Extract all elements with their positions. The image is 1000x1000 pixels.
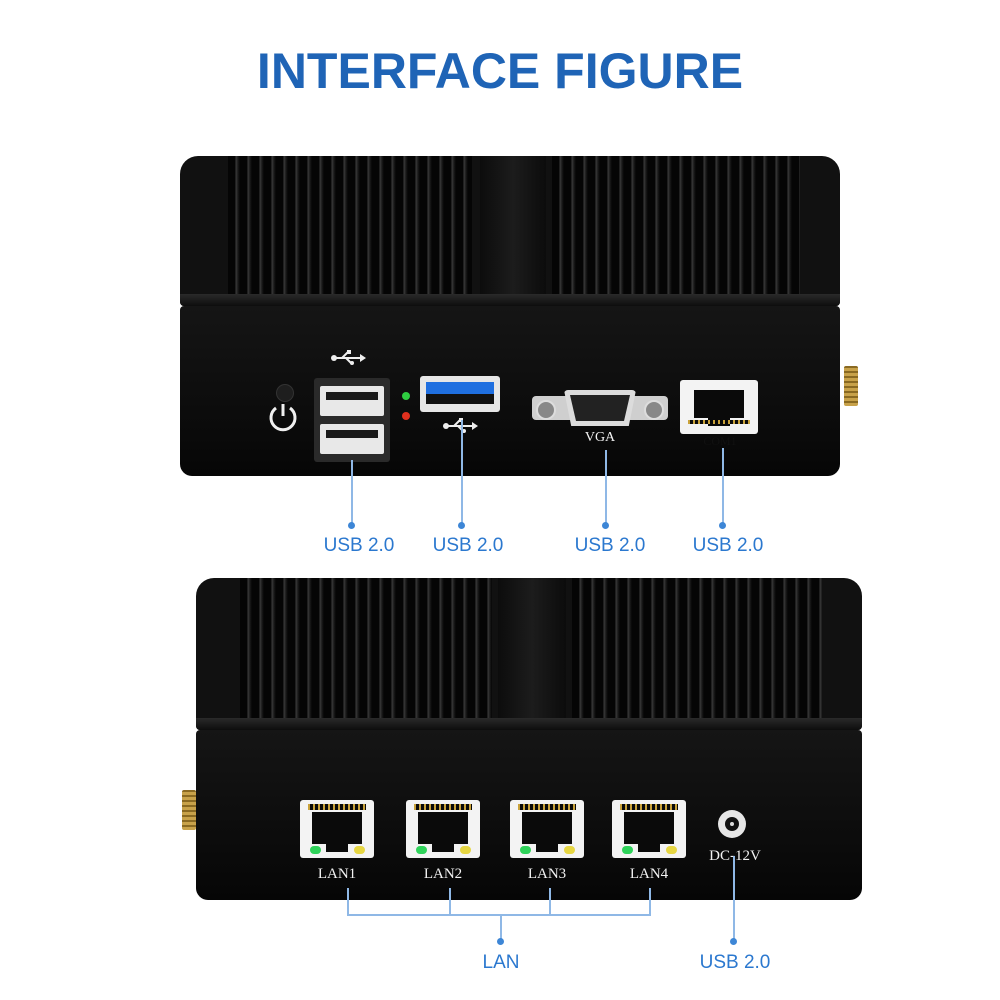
- dc-label: DC-12V: [700, 848, 770, 865]
- heatsink-top: [180, 156, 840, 306]
- status-led-red: [402, 412, 410, 420]
- power-button[interactable]: [266, 384, 300, 432]
- callout-usb3: USB 2.0: [432, 535, 504, 556]
- heatsink-top: [196, 578, 862, 730]
- usb-icon: [443, 418, 478, 433]
- front-panel: VGA COM1: [180, 306, 840, 476]
- callout-dc: USB 2.0: [699, 952, 771, 973]
- antenna-connector: [844, 366, 858, 406]
- lan-port-3[interactable]: [510, 800, 584, 858]
- power-icon: [269, 404, 297, 432]
- back-panel: LAN1 LAN2 LAN3 LAN4 DC-12V: [196, 730, 862, 900]
- com1-port[interactable]: [680, 380, 758, 434]
- usb3-port[interactable]: [420, 376, 500, 412]
- usb2-dual-port[interactable]: [314, 378, 390, 462]
- callout-com1: USB 2.0: [692, 535, 764, 556]
- lan1-label: LAN1: [317, 866, 357, 882]
- lan2-label: LAN2: [423, 866, 463, 882]
- usb-icon: [331, 350, 366, 365]
- com1-label: COM1: [703, 434, 737, 448]
- lan3-label: LAN3: [527, 866, 567, 882]
- page-title: INTERFACE FIGURE: [256, 43, 744, 99]
- antenna-connector: [182, 790, 196, 830]
- callout-lan: LAN: [482, 952, 520, 973]
- dc-power-jack[interactable]: [718, 810, 746, 838]
- lan-port-2[interactable]: [406, 800, 480, 858]
- back-device-image: LAN1 LAN2 LAN3 LAN4 DC-12V: [182, 578, 862, 900]
- front-device-image: VGA COM1: [180, 156, 858, 476]
- vga-port[interactable]: [532, 390, 668, 426]
- lan-port-4[interactable]: [612, 800, 686, 858]
- callout-usb-dual: USB 2.0: [323, 535, 395, 556]
- status-led-green: [402, 392, 410, 400]
- callout-vga: USB 2.0: [574, 535, 646, 556]
- vga-label: VGA: [584, 430, 616, 445]
- lan4-label: LAN4: [629, 866, 669, 882]
- lan-port-1[interactable]: [300, 800, 374, 858]
